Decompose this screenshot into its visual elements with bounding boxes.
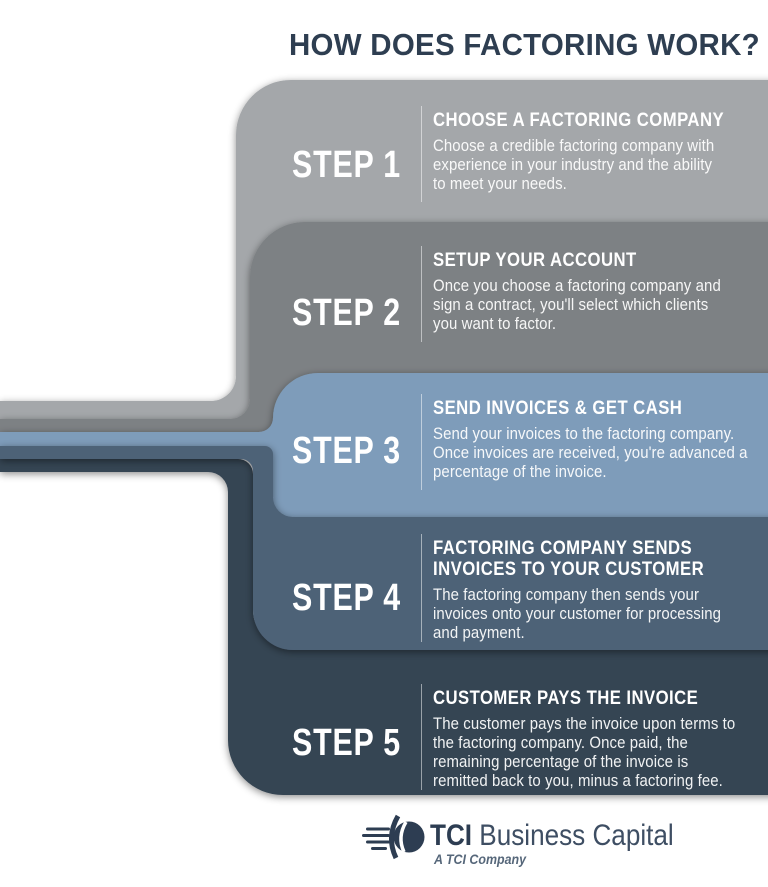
tci-logo-icon: [362, 814, 425, 860]
band-step-5: [0, 459, 768, 795]
logo-brand-bold: TCI: [430, 819, 473, 852]
step-2-heading: SETUP YOUR ACCOUNT: [433, 250, 637, 271]
step-1-heading: CHOOSE A FACTORING COMPANY: [433, 110, 725, 131]
tci-logo-wordmark: TCI Business Capital: [430, 819, 674, 853]
band-step-3: [0, 373, 768, 525]
step-4-heading: FACTORING COMPANY SENDS INVOICES TO YOUR…: [433, 538, 705, 580]
step-5-label: STEP 5: [292, 722, 402, 764]
step-5-heading: CUSTOMER PAYS THE INVOICE: [433, 688, 699, 709]
logo-brand-rest: Business Capital: [472, 819, 674, 852]
step-2-text: SETUP YOUR ACCOUNT Once you choose a fac…: [421, 246, 768, 342]
step-1-label: STEP 1: [292, 144, 402, 186]
step-2-label: STEP 2: [292, 292, 402, 334]
step-1-text: CHOOSE A FACTORING COMPANY Choose a cred…: [421, 106, 768, 202]
band-step-4: [0, 446, 768, 650]
step-3-text: SEND INVOICES & GET CASH Send your invoi…: [421, 394, 768, 490]
step-3-label: STEP 3: [292, 430, 402, 472]
step-4-label: STEP 4: [292, 577, 402, 619]
page-title: HOW DOES FACTORING WORK?: [289, 27, 760, 62]
step-1-body: Choose a credible factoring company with…: [433, 136, 715, 193]
step-4-text: FACTORING COMPANY SENDS INVOICES TO YOUR…: [421, 534, 768, 642]
step-4-body: The factoring company then sends your in…: [433, 585, 722, 642]
step-5-text: CUSTOMER PAYS THE INVOICE The customer p…: [421, 684, 768, 790]
step-5-body: The customer pays the invoice upon terms…: [433, 714, 736, 790]
step-2-body: Once you choose a factoring company and …: [433, 276, 721, 333]
step-3-heading: SEND INVOICES & GET CASH: [433, 398, 683, 419]
step-3-body: Send your invoices to the factoring comp…: [433, 424, 748, 481]
logo-tagline: A TCI Company: [434, 852, 527, 867]
